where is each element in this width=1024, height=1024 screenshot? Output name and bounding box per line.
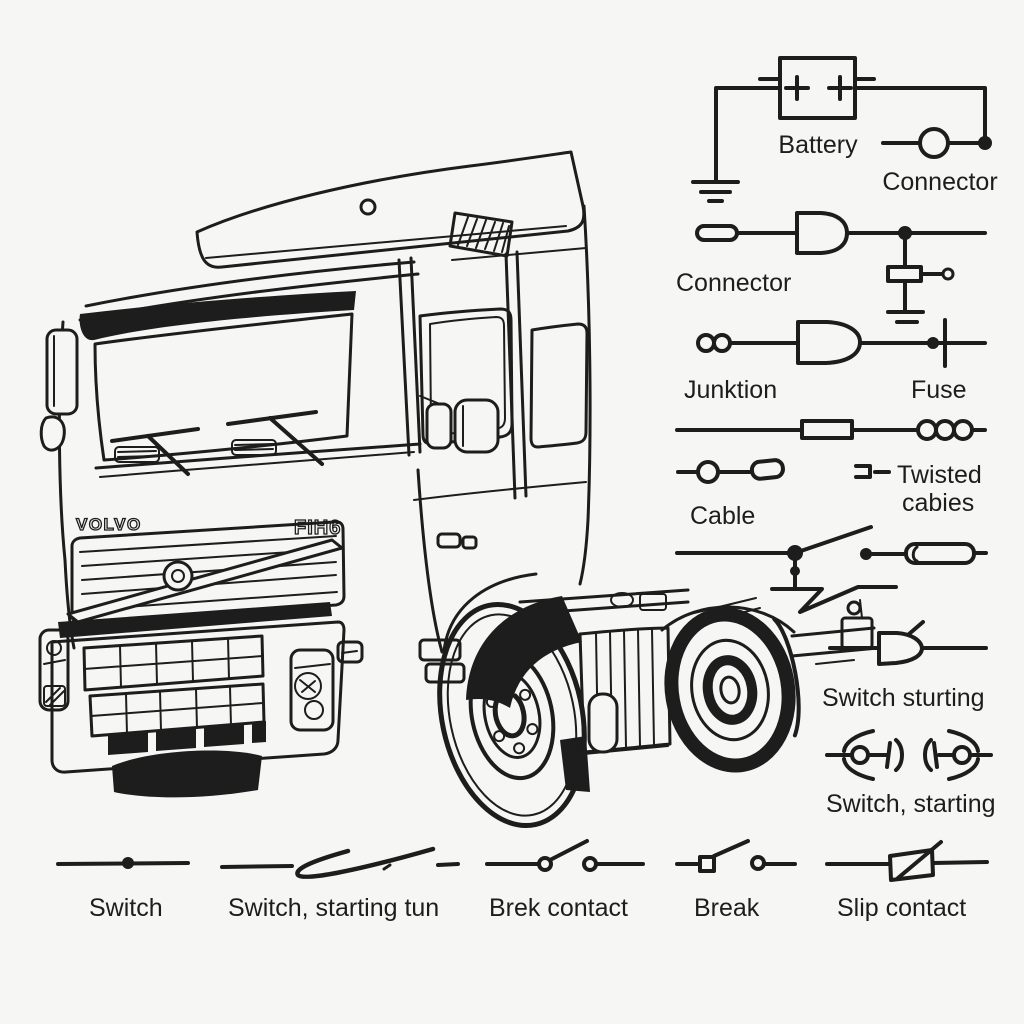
truck-cab-vent-icon: [448, 204, 592, 586]
break-contact-symbol: [485, 839, 645, 872]
truck-left-headlight-icon: [38, 628, 70, 712]
junction-symbol: [696, 318, 987, 368]
truck-bumper-icon: [50, 620, 346, 774]
twisted-label-line2: cabies: [902, 489, 974, 517]
ground-icon: [691, 180, 740, 203]
switch-symbol: [56, 857, 190, 869]
cable-label: Cable: [690, 502, 755, 530]
truck-roof-deflector-icon: [195, 150, 586, 269]
junction-label: Junktion: [684, 376, 777, 404]
truck-right-mirror-icon: [419, 395, 500, 454]
truck-grille-icon: [66, 520, 346, 624]
switch-label: Switch: [89, 894, 163, 922]
truck-right-headlight-icon: [289, 648, 335, 732]
connector-mid-label: Connector: [676, 269, 791, 297]
truck-chassis-icon: [518, 588, 761, 755]
truck-rear-wheel-icon: [664, 607, 801, 773]
truck-b-pillar: [504, 250, 528, 500]
model-badge: FIH6: [294, 517, 341, 539]
fuse-label: Fuse: [911, 376, 967, 404]
twisted-label-line1: Twisted: [897, 461, 982, 489]
truck-fender-dark: [466, 596, 582, 708]
truck-front-tire-shadow: [112, 750, 262, 798]
truck-grille-shadow: [58, 602, 332, 638]
truck-rear-fender: [660, 605, 796, 634]
switch-starting-turn-symbol: [220, 846, 460, 880]
plus-terminals-icon: [784, 75, 853, 101]
break-label: Break: [694, 894, 760, 922]
switch-starting-turn-label: Switch, starting tun: [228, 894, 439, 922]
truck-a-pillar: [397, 256, 422, 457]
truck-turn-signal-icon: [336, 640, 364, 664]
truck-drawing: VOLVO FIH6: [38, 150, 880, 829]
cable-symbol: [676, 458, 785, 484]
connector-circle-symbol: [881, 127, 992, 159]
slip-contact-symbol: [825, 840, 989, 882]
twisted-cables-symbol: [854, 464, 891, 479]
truck-left-mirror-icon: [39, 328, 79, 452]
truck-side-window-icon: [529, 322, 589, 449]
switch-starting-symbol: [825, 729, 993, 781]
connector-plug-symbol: [695, 211, 987, 324]
switch-capsule-symbol: [675, 525, 988, 614]
battery-symbol: [691, 56, 987, 203]
truck-side-edge: [416, 468, 444, 654]
break-symbol: [675, 839, 797, 873]
switch-starting-label: Switch, starting: [826, 790, 996, 818]
truck-wheel-arch: [442, 572, 538, 652]
truck-visor-band: [79, 291, 356, 341]
break-contact-label: Brek contact: [489, 894, 628, 922]
truck-windshield-icon: [93, 312, 422, 478]
switch-sturting-symbol: [828, 620, 988, 666]
slip-contact-label: Slip contact: [837, 894, 966, 922]
ground-icon-small: [886, 310, 925, 324]
zigzag-break-icon: [770, 585, 898, 614]
switch-sturting-label: Switch sturting: [822, 684, 985, 712]
volvo-badge: VOLVO: [76, 515, 142, 534]
connector-top-label: Connector: [882, 168, 997, 196]
battery-label: Battery: [778, 131, 858, 159]
inline-fuse-coil-symbol: [675, 419, 987, 441]
truck-door-handle-icon: [413, 481, 587, 550]
truck-roof-line: [84, 260, 416, 308]
truck-front-wheel-icon: [437, 601, 587, 829]
